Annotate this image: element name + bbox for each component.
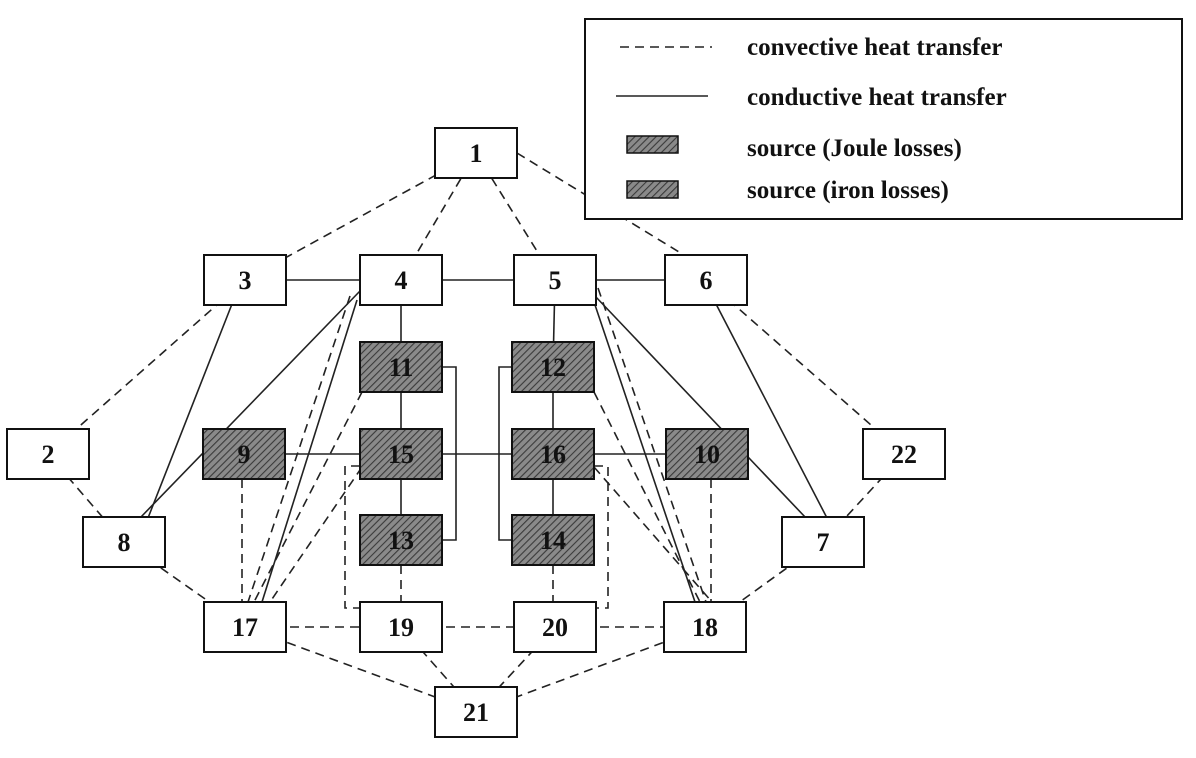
- convective-edge-16-18: [593, 466, 713, 603]
- node-16: 16: [511, 428, 595, 480]
- node-15: 15: [359, 428, 443, 480]
- conductive-edge-4-17: [261, 299, 358, 603]
- node-1-label: 1: [470, 139, 483, 168]
- node-9-box: [202, 428, 286, 480]
- node-17-label: 17: [232, 613, 258, 642]
- convective-edge-16-20: [594, 465, 609, 609]
- legend-frame: [584, 18, 1183, 220]
- conductive-edge-4-8: [139, 290, 361, 519]
- node-3-box: [203, 254, 287, 306]
- node-16-label: 16: [540, 440, 566, 469]
- node-18-box: [663, 601, 747, 653]
- node-6-label: 6: [700, 266, 713, 295]
- node-11: 11: [359, 341, 443, 393]
- node-4-box: [359, 254, 443, 306]
- node-5-box: [513, 254, 597, 306]
- convective-edge-11-17: [253, 391, 363, 603]
- node-18-label: 18: [692, 613, 718, 642]
- conductive-edge-5-18: [591, 295, 696, 603]
- node-7-label: 7: [817, 528, 830, 557]
- node-6: 6: [664, 254, 748, 306]
- convective-edge-3-2: [47, 279, 246, 455]
- node-13: 13: [359, 514, 443, 566]
- node-13-label: 13: [388, 526, 414, 555]
- node-17: 17: [203, 601, 287, 653]
- node-4-label: 4: [395, 266, 408, 295]
- node-8: 8: [82, 516, 166, 568]
- legend-iron-swatch: [626, 180, 679, 199]
- conductive-edge-3-8: [147, 303, 233, 519]
- node-19-box: [359, 601, 443, 653]
- node-11-box: [359, 341, 443, 393]
- convective-edge-17-21: [244, 626, 477, 713]
- node-20-box: [513, 601, 597, 653]
- node-2-box: [6, 428, 90, 480]
- node-21-box: [434, 686, 518, 738]
- node-12-label: 12: [540, 353, 566, 382]
- node-20-label: 20: [542, 613, 568, 642]
- node-22: 22: [862, 428, 946, 480]
- node-19: 19: [359, 601, 443, 653]
- node-4: 4: [359, 254, 443, 306]
- legend-joule-label: source (Joule losses): [747, 135, 962, 162]
- node-7: 7: [781, 516, 865, 568]
- node-22-label: 22: [891, 440, 917, 469]
- convective-edge-4-17: [247, 295, 351, 603]
- convective-edge-15-19: [344, 465, 360, 609]
- node-19-label: 19: [388, 613, 414, 642]
- node-1: 1: [434, 127, 518, 179]
- node-22-box: [862, 428, 946, 480]
- node-18: 18: [663, 601, 747, 653]
- node-21: 21: [434, 686, 518, 738]
- node-12-box: [511, 341, 595, 393]
- node-2-label: 2: [42, 440, 55, 469]
- node-1-box: [434, 127, 518, 179]
- legend-joule-swatch: [626, 135, 679, 154]
- convective-edge-12-18: [593, 391, 701, 603]
- node-8-label: 8: [118, 528, 131, 557]
- node-9-label: 9: [238, 440, 251, 469]
- node-16-box: [511, 428, 595, 480]
- node-5-label: 5: [549, 266, 562, 295]
- conductive-edge-12-14: [498, 366, 512, 541]
- legend-convective-label: convective heat transfer: [747, 34, 1002, 61]
- node-3: 3: [203, 254, 287, 306]
- node-11-label: 11: [389, 353, 414, 382]
- node-10-box: [665, 428, 749, 480]
- node-14-box: [511, 514, 595, 566]
- node-5: 5: [513, 254, 597, 306]
- node-12: 12: [511, 341, 595, 393]
- conductive-edge-6-7: [715, 303, 828, 519]
- convective-edge-15-17: [269, 466, 363, 603]
- node-14-label: 14: [540, 526, 566, 555]
- node-10-label: 10: [694, 440, 720, 469]
- node-9: 9: [202, 428, 286, 480]
- node-15-box: [359, 428, 443, 480]
- convective-edge-6-22: [705, 279, 905, 455]
- node-17-box: [203, 601, 287, 653]
- legend-iron-label: source (iron losses): [747, 177, 949, 204]
- legend-conductive-label: conductive heat transfer: [747, 84, 1007, 111]
- convective-edge-5-18: [597, 287, 707, 603]
- node-2: 2: [6, 428, 90, 480]
- node-13-box: [359, 514, 443, 566]
- conductive-edge-5-7: [594, 295, 807, 519]
- node-7-box: [781, 516, 865, 568]
- node-20: 20: [513, 601, 597, 653]
- node-3-label: 3: [239, 266, 252, 295]
- node-21-label: 21: [463, 698, 489, 727]
- node-14: 14: [511, 514, 595, 566]
- node-10: 10: [665, 428, 749, 480]
- edges-layer: [47, 152, 905, 713]
- conductive-edge-11-13: [442, 366, 457, 541]
- node-15-label: 15: [388, 440, 414, 469]
- node-8-box: [82, 516, 166, 568]
- legend-box: convective heat transfer conductive heat…: [584, 18, 1183, 220]
- node-6-box: [664, 254, 748, 306]
